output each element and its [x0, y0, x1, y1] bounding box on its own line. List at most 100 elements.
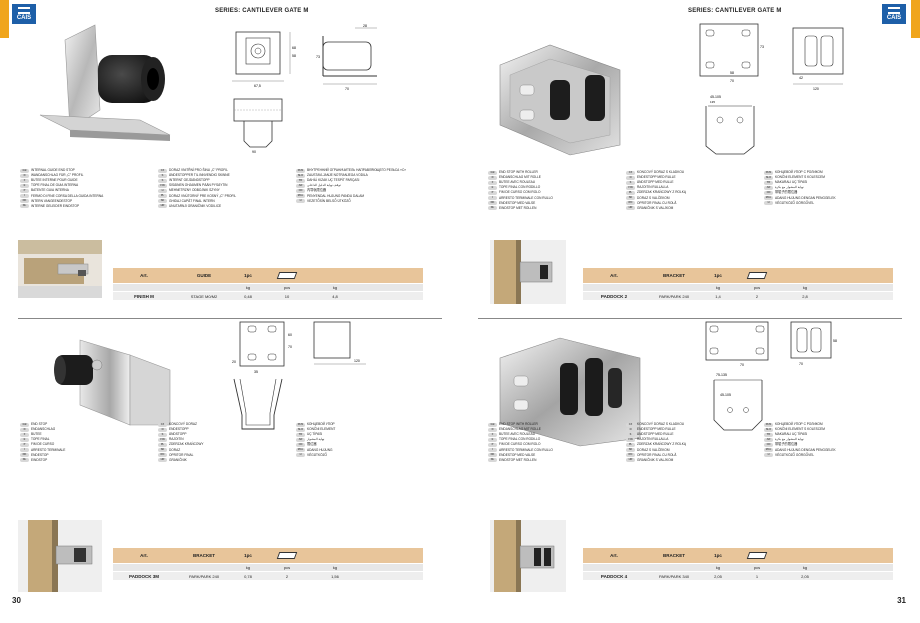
language-code-badge: N — [158, 427, 167, 432]
dim-label: 35 — [254, 370, 258, 374]
section-divider — [478, 318, 902, 319]
language-text: TOPE FINAL CON RODILLO — [499, 437, 541, 442]
language-code-badge: F — [488, 432, 497, 437]
col-art: Art. — [140, 273, 148, 278]
language-code-badge: CZ — [158, 168, 167, 173]
language-code-badge: SLO — [296, 173, 305, 178]
language-code-badge: E — [488, 185, 497, 190]
col-art: Art. — [140, 553, 148, 558]
language-text: KONCOVÝ DORAZ S KLADKOU — [637, 170, 685, 174]
language-text: توقف نهاية الدليل الداخلي — [307, 183, 341, 188]
language-text: ZDERZAK KRAŃCOWY — [169, 442, 204, 447]
language-code-badge: DK — [488, 453, 497, 458]
language-code-badge: NL — [20, 204, 29, 209]
language-code-badge: H — [764, 201, 773, 206]
product-photo-double-roller — [499, 337, 641, 447]
pack-weight-value: 2,8 — [802, 293, 808, 299]
col-bracket: BRACKET — [663, 273, 685, 278]
language-text: SISÄINEN OHJAIMEN PÄÄN PYSÄYTIN — [169, 183, 228, 188]
language-code-badge: RUS — [764, 170, 773, 175]
language-code-badge: RO — [626, 201, 635, 206]
language-code-badge: RUS — [764, 422, 773, 427]
language-code-badge: PL — [626, 442, 635, 447]
language-code-badge: D — [20, 427, 29, 432]
dim-label: 73 — [316, 55, 320, 59]
language-text: ADANG HUJUNG DENGAN PENGGELEK — [775, 195, 836, 200]
language-code-badge: F — [488, 180, 497, 185]
product-table-bottom: Art. BRACKET 1pc kg pcs kg PADDOCK 3M PA… — [113, 548, 423, 580]
language-code-badge: MAL — [764, 196, 773, 201]
language-code-badge: P — [20, 442, 29, 447]
technical-drawing-roller-top: 45-105 135 — [705, 95, 755, 155]
language-code-badge: S — [626, 180, 635, 185]
language-code-badge: H — [764, 453, 773, 458]
language-text: ВНУТРЕННИЙ ОГРАНИЧИТЕЛЬ НАПРАВЛЯЮЩЕГО РЕ… — [307, 168, 407, 172]
language-code-badge: S — [158, 178, 167, 183]
language-code-badge: MAL — [296, 194, 305, 199]
dim-label: 42 — [799, 76, 803, 80]
technical-drawing-bracket-top — [233, 378, 283, 430]
weight-value: 0,48 — [244, 293, 252, 299]
weight-value: 1,4 — [715, 293, 721, 299]
dim-label: 60 — [288, 333, 292, 337]
language-code-badge: NL — [488, 206, 497, 211]
col-pack — [733, 551, 781, 560]
language-code-badge: MAL — [764, 448, 773, 453]
language-text: ENDANSCHLAG MIT ROLLE — [499, 175, 541, 180]
language-text: ENDANSCHLAG MIT ROLLE — [499, 427, 541, 432]
language-code-badge: E — [20, 437, 29, 442]
language-text: DORAZ VNÚTORNÝ PRE KOSNÝ „C" PROFIL — [169, 193, 237, 198]
language-code-badge: GB — [20, 168, 29, 173]
series-title: SERIES: CANTILEVER GATE M — [215, 8, 309, 14]
box-icon — [746, 551, 768, 559]
language-code-badge: TR — [296, 178, 305, 183]
language-code-badge: AR — [764, 437, 773, 442]
language-text: GRANIČNIK — [169, 457, 187, 462]
language-text: ÄNDSTOPP MED RULLE — [637, 432, 674, 437]
installation-photo — [490, 240, 566, 304]
language-text: FIM DE CURSO — [31, 442, 55, 447]
product-table-top: Art. BRACKET 1pc kg pcs kg PADDOCK 2 PAR… — [583, 268, 893, 300]
language-text: WANDANSCHLAG FÜR „C" PROFIL — [31, 173, 84, 178]
unit-label: kg — [715, 565, 721, 570]
language-text: MAKARALI UÇ TİPASI — [775, 180, 808, 185]
box-icon — [276, 271, 298, 279]
language-code-badge: SLO — [764, 175, 773, 180]
unit-label: kg — [802, 565, 808, 570]
language-text: OPRITOR FINAL CU ROLĂ — [637, 452, 677, 457]
product-table-top: Art. GUIDE 1pc kg pcs kg FINISH M STAGE … — [113, 268, 423, 300]
language-text: ENDESTOP MED VALSE — [499, 200, 536, 205]
language-code-badge: P — [488, 442, 497, 447]
unit-label: pcs — [283, 565, 291, 570]
language-code-badge: HR — [158, 458, 167, 463]
language-text: ARRESTO TERMINALE CON RULLO — [499, 195, 553, 200]
language-code-badge: GB — [20, 422, 29, 427]
language-code-badge: F — [20, 178, 29, 183]
language-text: VÉGÜTKÖZŐ — [307, 452, 328, 457]
table-row: PADDOCK 4 PARK/PARK 340 2,05 1 2,05 — [583, 571, 893, 580]
language-text: RAJOITIN — [169, 437, 184, 442]
language-code-badge: CZ — [626, 422, 635, 427]
language-text: KONČNI ELEMENT S KOLESCEM — [775, 175, 825, 180]
language-text: ARRESTO TERMINALE — [31, 447, 66, 452]
language-code-badge: RUS — [296, 422, 305, 427]
